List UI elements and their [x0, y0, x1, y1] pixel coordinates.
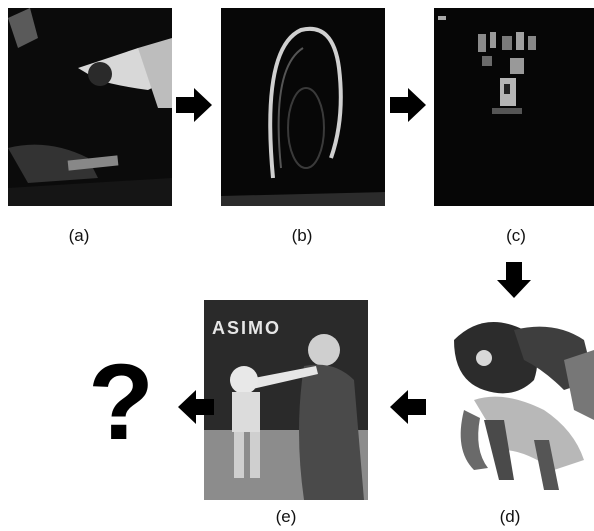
arrow-right-icon	[176, 88, 212, 122]
photo-c	[434, 8, 594, 206]
arrow-right-icon	[390, 88, 426, 122]
label-a: (a)	[68, 226, 90, 245]
arrow-left-icon	[390, 390, 426, 424]
asimo-logo: ASIMO	[212, 318, 282, 338]
photo-e-asimo: ASIMO	[204, 300, 368, 500]
photo-d-robot-dog	[444, 300, 594, 500]
label-d: (d)	[499, 507, 521, 526]
label-e: (e)	[275, 507, 297, 526]
photo-a	[8, 8, 172, 206]
label-c: (c)	[506, 226, 526, 245]
arrow-down-icon	[497, 262, 531, 298]
question-mark: ?	[88, 341, 154, 462]
arrow-left-icon	[178, 390, 214, 424]
label-b: (b)	[291, 226, 313, 245]
photo-b	[221, 8, 385, 206]
